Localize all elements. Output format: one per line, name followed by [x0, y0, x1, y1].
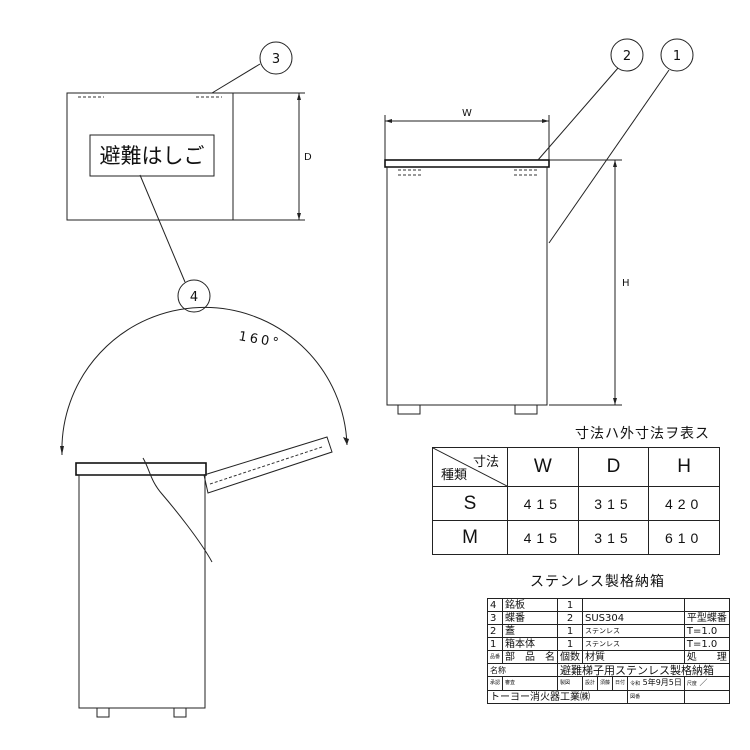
parts-row: 2 蓋 1 ステンレス T=1.0 — [486, 624, 730, 638]
cell-m-d: 315 — [577, 520, 650, 555]
side-foot-left — [96, 707, 110, 718]
parts-row: 4 銘板 1 — [486, 598, 730, 612]
nameplate-text: 避難はしご — [100, 144, 205, 168]
svg-text:3: 3 — [272, 52, 280, 67]
nameplate — [89, 134, 215, 177]
cell-m-w: 415 — [507, 520, 579, 555]
foot-right — [514, 404, 538, 415]
front-view: W H 2 1 — [384, 38, 694, 415]
drawing-title: ステンレス製格納箱 — [530, 574, 665, 590]
side-lid-top — [75, 462, 207, 476]
svg-text:1: 1 — [673, 49, 681, 64]
company-name: トーヨー消火器工業㈱ — [486, 690, 629, 704]
dimension-table-corner: 寸法 種類 — [432, 447, 508, 487]
cell-s-h: 420 — [648, 486, 720, 521]
box-body — [386, 166, 548, 406]
dimension-w-label: W — [462, 108, 472, 119]
callout-1 — [660, 38, 694, 72]
foot-left — [397, 404, 421, 415]
row-type-m: M — [432, 520, 508, 555]
parts-row: 3 蝶番 2 SUS304 平型蝶番 — [486, 611, 730, 625]
dimension-h-label: H — [622, 278, 630, 289]
side-foot-right — [173, 707, 187, 718]
callout-4 — [177, 279, 211, 313]
row-type-s: S — [432, 486, 508, 521]
top-view: 避難はしご D 3 4 — [66, 41, 312, 313]
column-header-h: H — [648, 447, 720, 487]
cell-s-w: 415 — [507, 486, 579, 521]
column-header-w: W — [507, 447, 579, 487]
top-view-outline — [66, 92, 234, 221]
dimension-table: 寸法 種類 W D H S 415 315 420 M 415 315 610 — [432, 447, 720, 555]
dimension-table-title: 寸法ハ外寸法ヲ表ス — [575, 426, 710, 442]
date-cell: 令和 5年9月5日 — [627, 676, 685, 691]
parts-row: 1 箱本体 1 ステンレス T=1.0 — [486, 637, 730, 651]
opening-arc — [61, 306, 348, 456]
parts-header-row: 品番 部 品 名 個数 材質 処 理 — [486, 650, 730, 664]
callout-3 — [259, 41, 293, 75]
name-row: 名称 避難梯子用ステンレス製格納箱 — [486, 663, 730, 677]
side-view: 160° — [60, 306, 349, 718]
opening-angle-label: 160° — [237, 329, 282, 351]
parts-list: 4 銘板 1 3 蝶番 2 SUS304 平型蝶番 2 蓋 1 ステンレス T=… — [486, 598, 730, 704]
open-lid — [203, 436, 333, 494]
cell-s-d: 315 — [577, 486, 650, 521]
column-header-d: D — [577, 447, 650, 487]
cell-m-h: 610 — [648, 520, 720, 555]
callout-2 — [610, 38, 644, 72]
lid — [384, 159, 550, 168]
company-row: トーヨー消火器工業㈱ 図番 — [486, 690, 730, 704]
dimension-d-label: D — [304, 152, 312, 163]
side-body — [78, 474, 206, 709]
svg-text:2: 2 — [623, 49, 631, 64]
svg-text:4: 4 — [190, 290, 198, 305]
ladder-line — [142, 457, 213, 563]
approval-row: 承認 審査 製図 設計 須藤 日付 令和 5年9月5日 尺度 ／ — [486, 676, 730, 691]
